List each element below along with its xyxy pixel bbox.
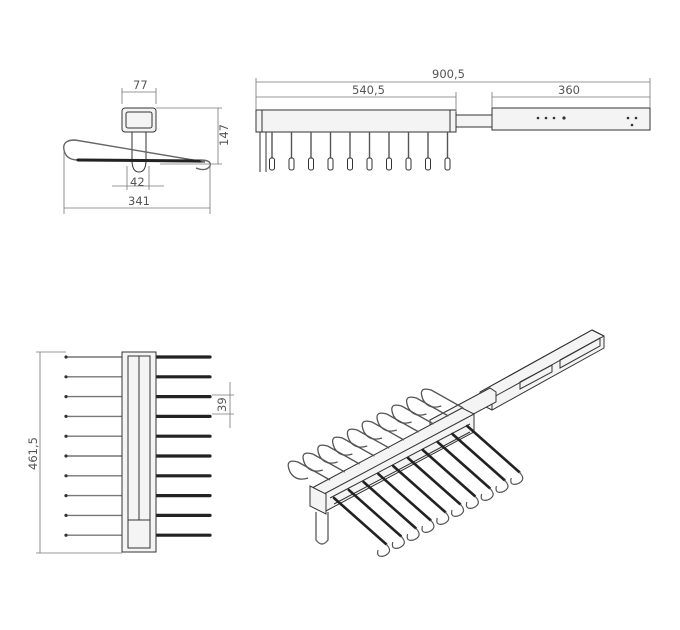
- front-view-hooks: [259, 132, 451, 172]
- dim-side-inner-width: 42: [130, 175, 145, 189]
- isometric-view: [287, 329, 605, 557]
- iso-hook-tip: [436, 511, 450, 525]
- top-rod-left-tip: [64, 414, 68, 418]
- top-rod-left-tip: [64, 513, 68, 518]
- top-view-rods: [64, 355, 212, 537]
- iso-hook-rear: [332, 436, 375, 457]
- iso-hook-tip: [377, 543, 391, 557]
- front-hook-tip: [327, 157, 334, 171]
- iso-hook-rear: [302, 452, 346, 473]
- iso-hook-tip: [480, 487, 494, 501]
- iso-hook-front: [362, 480, 417, 530]
- iso-hook-tip: [451, 503, 465, 517]
- dim-side-height: 147: [217, 124, 231, 146]
- iso-hook-tip: [495, 479, 509, 493]
- top-rod-left-tip: [64, 375, 68, 379]
- front-hook-tip: [347, 157, 353, 171]
- front-hook-tip: [444, 157, 451, 171]
- front-view: 900,5 540,5 360: [255, 67, 651, 172]
- iso-hook-rear: [346, 428, 390, 449]
- iso-hook-front: [347, 488, 403, 538]
- iso-hook-rear: [376, 412, 420, 433]
- iso-hook-front: [377, 472, 432, 522]
- side-view: 77 147 42 341: [63, 78, 231, 214]
- iso-hook-front: [332, 496, 388, 546]
- iso-hook-tip: [510, 471, 524, 485]
- front-view-body: [255, 109, 457, 133]
- top-rod-left-tip: [64, 355, 68, 359]
- front-hook-tip: [405, 157, 412, 171]
- iso-hook-tip: [421, 519, 435, 533]
- side-view-bracket: [131, 132, 147, 173]
- top-rod-left-tip: [64, 434, 68, 438]
- iso-hook-front: [421, 448, 477, 498]
- front-hook-tip: [308, 157, 314, 171]
- iso-hook-tip: [406, 527, 420, 541]
- iso-hook-rear: [317, 444, 360, 465]
- dim-side-top-width: 77: [133, 78, 148, 92]
- side-view-rail-head: [121, 107, 157, 133]
- top-rod-left-tip: [64, 533, 68, 537]
- top-rod-left-tip: [64, 494, 68, 498]
- iso-hook-front: [436, 440, 491, 490]
- iso-hook-front: [391, 464, 447, 514]
- iso-hook-front: [465, 424, 521, 474]
- front-hook-tip: [425, 157, 431, 171]
- front-hook-tip: [288, 157, 295, 171]
- iso-hook-front: [406, 456, 462, 506]
- iso-hook-rear: [420, 388, 464, 409]
- top-rod-left-tip: [64, 454, 68, 458]
- top-rod-left-tip: [64, 395, 68, 399]
- dim-top-hanger-spacing: 39: [215, 397, 229, 412]
- iso-hook-rear: [406, 396, 449, 417]
- iso-hook-tip: [465, 495, 479, 509]
- iso-hooks: [287, 388, 524, 557]
- iso-hook-rear: [361, 420, 405, 441]
- dim-front-extension-length: 360: [558, 83, 580, 97]
- front-hook-tip: [386, 157, 392, 171]
- front-view-extension: [491, 107, 651, 131]
- top-view: 461,5 39: [26, 351, 234, 554]
- front-hook-tip: [269, 157, 275, 171]
- dim-top-total-depth: 461,5: [26, 437, 40, 470]
- dim-front-total-length: 900,5: [432, 67, 465, 81]
- dim-front-body-length: 540,5: [352, 83, 385, 97]
- iso-hook-front: [451, 432, 506, 482]
- iso-hook-rear: [391, 404, 434, 425]
- dim-side-total-width: 341: [128, 194, 150, 208]
- iso-hook-rear: [287, 460, 331, 481]
- iso-hook-tip: [391, 535, 405, 549]
- top-rod-left-tip: [64, 474, 68, 478]
- front-hook-tip: [366, 157, 373, 171]
